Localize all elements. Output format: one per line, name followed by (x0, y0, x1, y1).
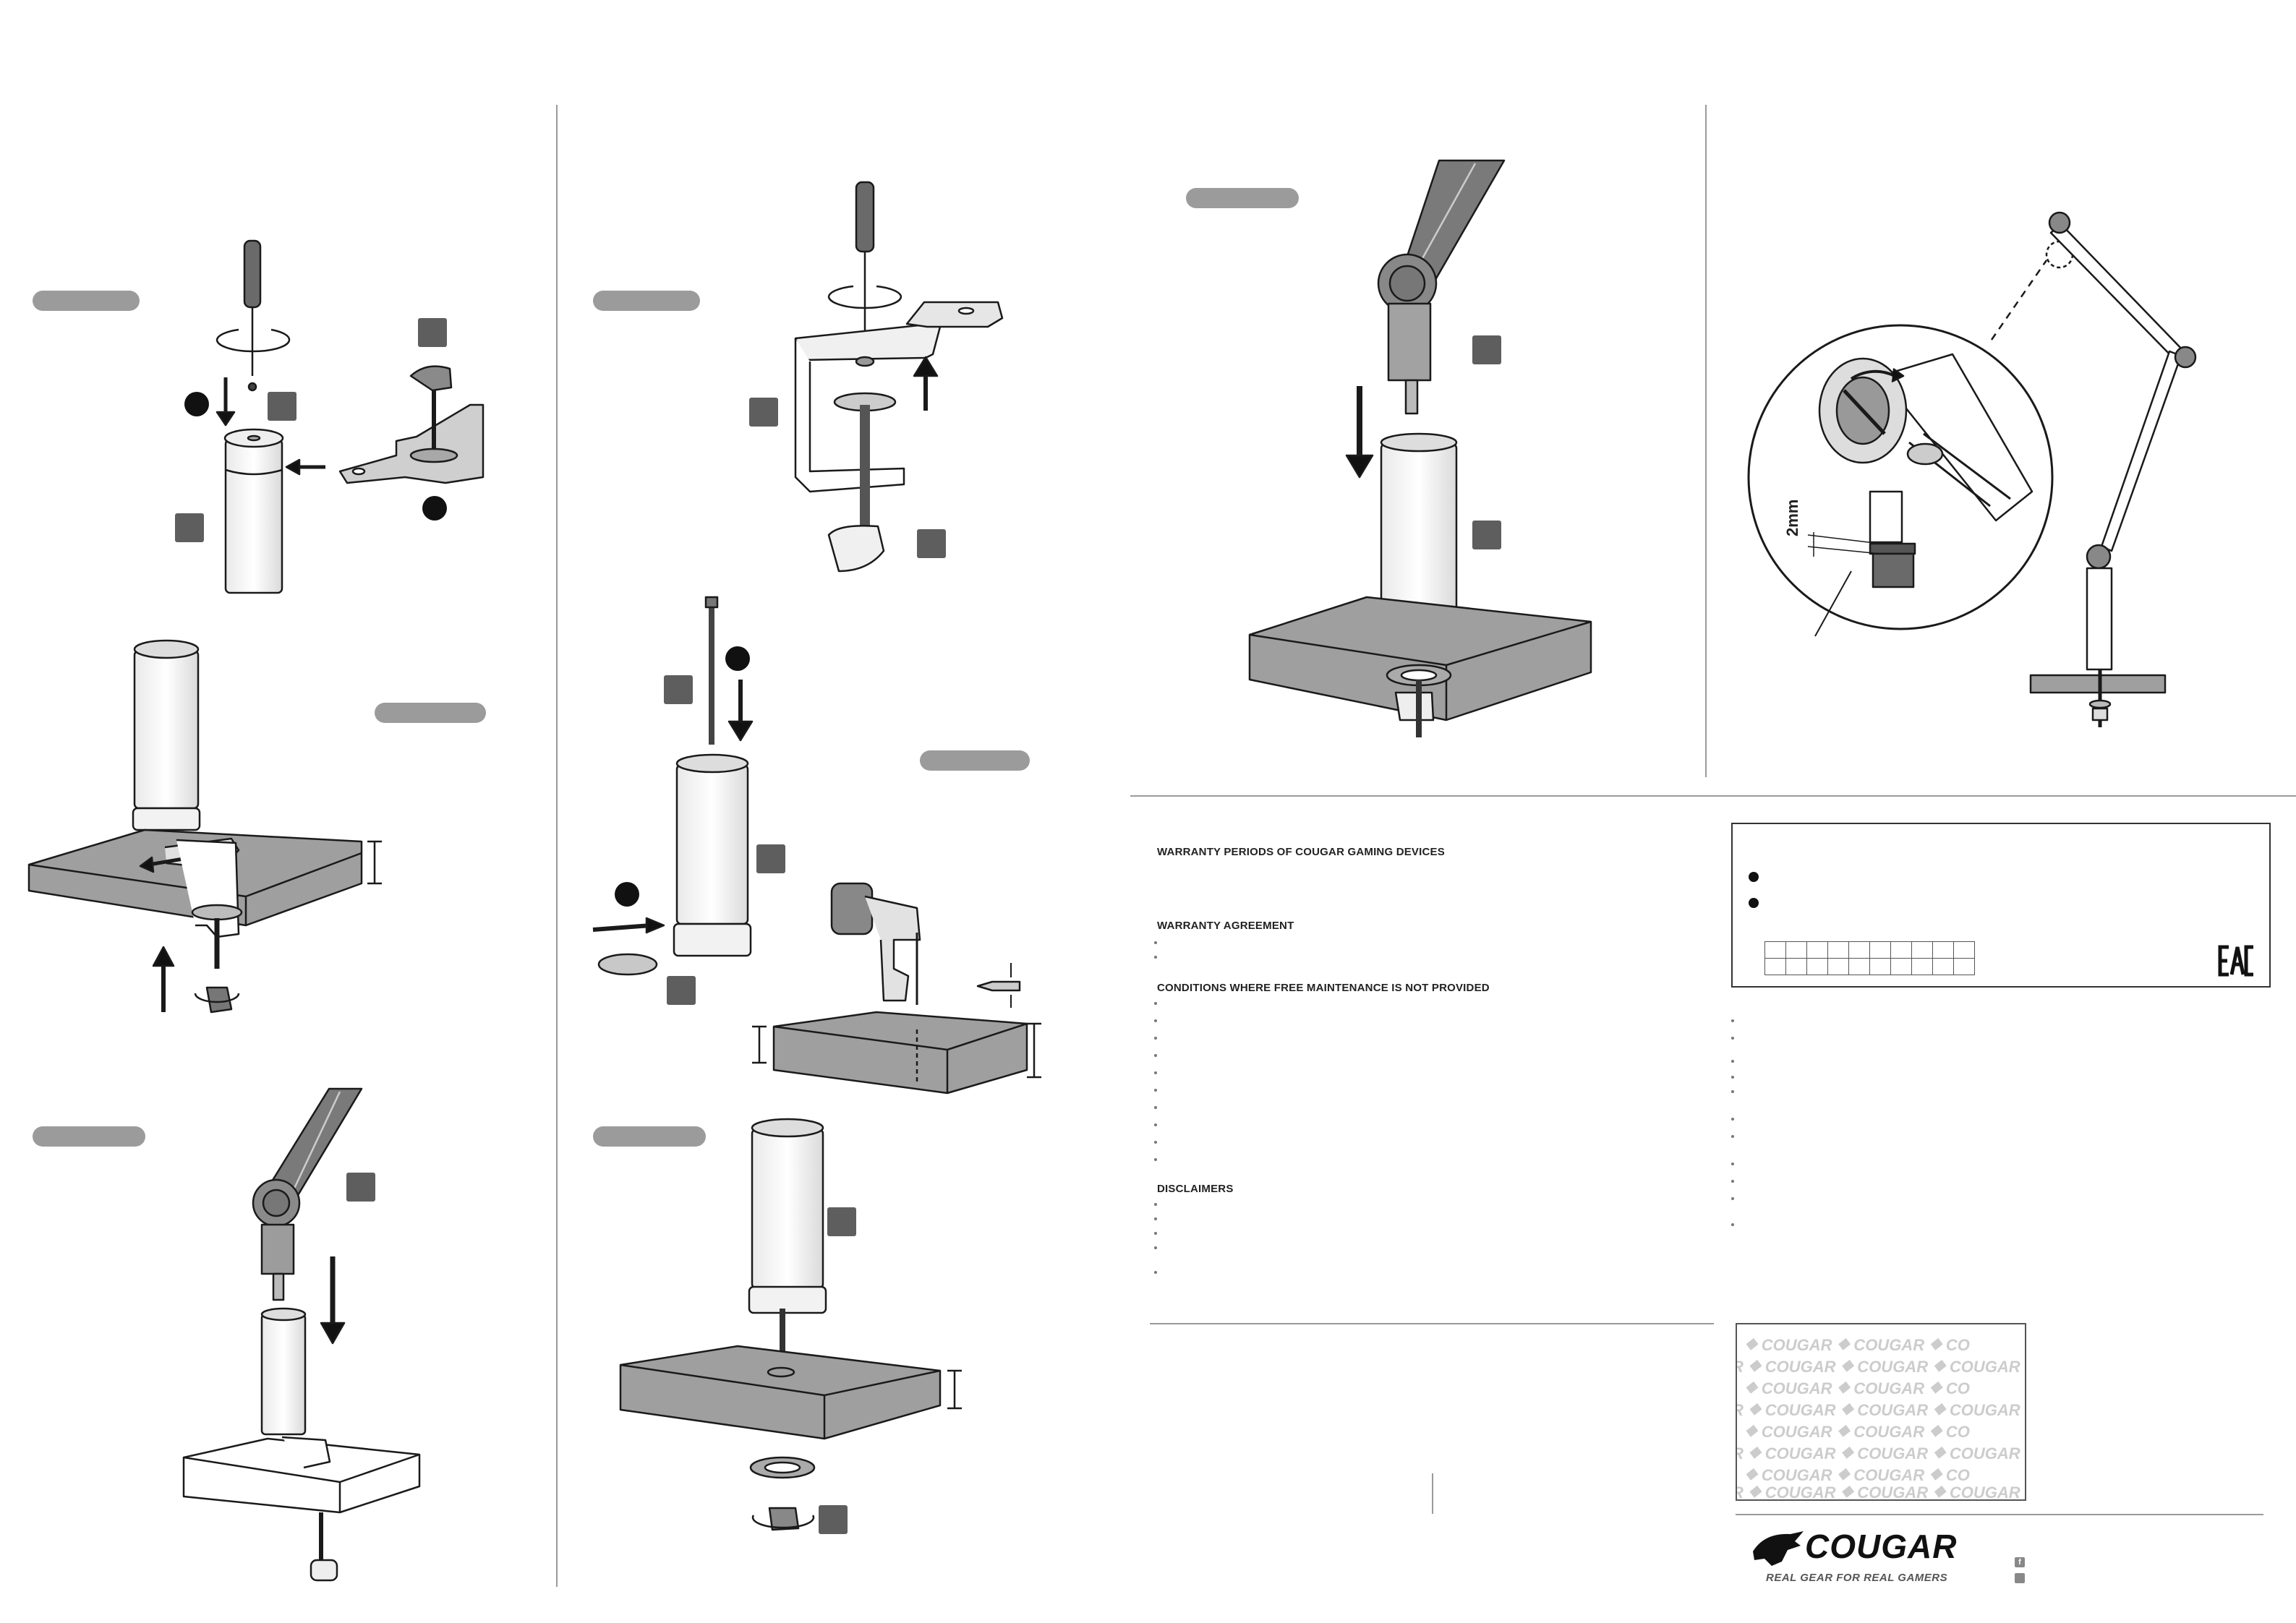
warranty-bottom-divider (1150, 1323, 1714, 1324)
part-marker (268, 392, 296, 421)
warranty-top-divider (1130, 795, 2296, 797)
gap-dimension-label: 2mm (1783, 499, 1801, 536)
footer-divider (1432, 1473, 1433, 1514)
part-marker (667, 976, 696, 1005)
step-label-3 (33, 1126, 145, 1147)
heading-conditions: CONDITIONS WHERE FREE MAINTENANCE IS NOT… (1157, 982, 1490, 994)
part-marker (917, 529, 946, 558)
warranty-card (1731, 823, 2271, 988)
part-marker (756, 844, 785, 873)
svg-text:⯁ COUGAR ⯁ COUGAR ⯁ CO: ⯁ COUGAR ⯁ COUGAR ⯁ CO (1744, 1336, 1970, 1354)
step-label-7 (1186, 188, 1299, 208)
screwdriver-icon (243, 239, 262, 376)
cougar-head-icon (1753, 1531, 1804, 1566)
cougar-logo: COUGAR REAL GEAR FOR REAL GAMERS (1750, 1527, 1981, 1592)
brand-divider (1736, 1514, 2263, 1515)
panel-divider-2 (1705, 105, 1707, 777)
part-marker (749, 398, 778, 427)
svg-text:⯁ COUGAR ⯁ COUGAR ⯁ CO: ⯁ COUGAR ⯁ COUGAR ⯁ CO (1744, 1466, 1970, 1484)
part-marker (827, 1207, 856, 1236)
step-label-4 (593, 291, 700, 311)
sub-step-dot (725, 646, 750, 671)
security-seal: ⯁ COUGAR ⯁ COUGAR ⯁ CO GAR ⯁ COUGAR ⯁ CO… (1736, 1323, 2026, 1501)
part-marker (1472, 521, 1501, 549)
part-marker (1472, 335, 1501, 364)
brand-slogan: REAL GEAR FOR REAL GAMERS (1766, 1572, 1948, 1584)
part-marker (819, 1505, 848, 1534)
step-label-1 (33, 291, 140, 311)
svg-text:GAR ⯁ COUGAR ⯁ COUGAR ⯁ COU: GAR ⯁ COUGAR ⯁ COUGAR ⯁ COUGAR (1737, 1401, 2020, 1419)
power-drill-icon (830, 882, 921, 1005)
svg-text:GAR ⯁ COUGAR ⯁ COUGAR ⯁ COU: GAR ⯁ COUGAR ⯁ COUGAR ⯁ COUGAR (1737, 1358, 2020, 1376)
step-label-2 (375, 703, 486, 723)
sub-step-dot (422, 496, 447, 521)
svg-text:⯁ COUGAR ⯁ COUGAR ⯁ CO: ⯁ COUGAR ⯁ COUGAR ⯁ CO (1744, 1423, 1970, 1441)
sub-step-dot (615, 882, 639, 907)
screwdriver-icon (855, 181, 875, 333)
heading-warranty-periods: WARRANTY PERIODS OF COUGAR GAMING DEVICE… (1157, 846, 1445, 858)
svg-text:⯁ COUGAR ⯁ COUGAR ⯁ CO: ⯁ COUGAR ⯁ COUGAR ⯁ CO (1744, 1379, 1970, 1397)
part-marker (346, 1173, 375, 1202)
facebook-icon[interactable]: f (2015, 1557, 2025, 1567)
card-dot (1749, 872, 1759, 882)
step-label-6 (593, 1126, 706, 1147)
date-stamp-grid (1764, 941, 1975, 975)
part-marker (418, 318, 447, 347)
eac-mark-icon (2218, 945, 2253, 977)
sub-step-dot (184, 392, 209, 416)
part-marker (175, 513, 204, 542)
heading-disclaimers: DISCLAIMERS (1157, 1183, 1234, 1195)
heading-warranty-agreement: WARRANTY AGREEMENT (1157, 920, 1294, 932)
card-dot (1749, 898, 1759, 908)
svg-text:GAR ⯁ COUGAR ⯁ COUGAR ⯁ COU: GAR ⯁ COUGAR ⯁ COUGAR ⯁ COUGAR (1737, 1483, 2020, 1501)
step-label-5 (920, 750, 1030, 771)
brand-name: COUGAR (1805, 1528, 1958, 1565)
panel-divider-1 (556, 105, 558, 1587)
svg-text:GAR ⯁ COUGAR ⯁ COUGAR ⯁ COU: GAR ⯁ COUGAR ⯁ COUGAR ⯁ COUGAR (1737, 1444, 2020, 1463)
part-marker (664, 675, 693, 704)
youtube-icon[interactable] (2015, 1573, 2025, 1583)
